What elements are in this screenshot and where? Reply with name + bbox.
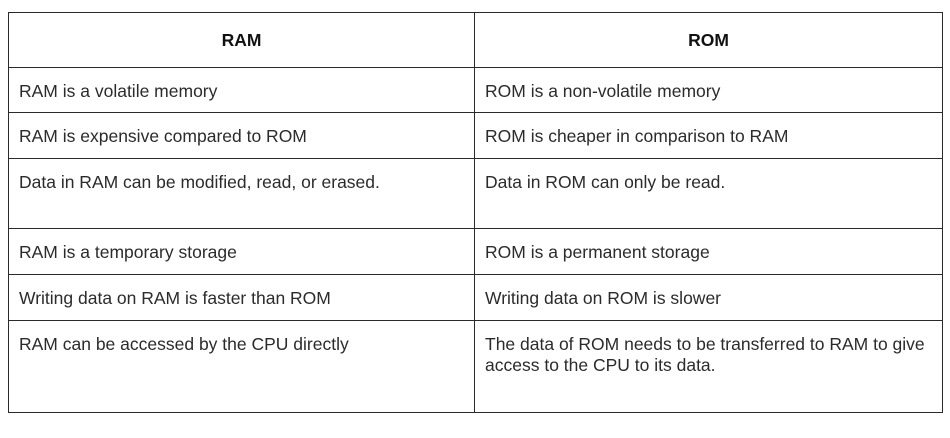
table-row: RAM is a temporary storage ROM is a perm… xyxy=(8,228,943,275)
rom-cell: ROM is a non-volatile memory xyxy=(474,67,943,113)
header-ram: RAM xyxy=(8,12,475,68)
rom-cell: ROM is cheaper in comparison to RAM xyxy=(474,112,943,159)
table-row: Writing data on RAM is faster than ROM W… xyxy=(8,274,943,321)
rom-cell: Writing data on ROM is slower xyxy=(474,274,943,321)
header-row: RAM ROM xyxy=(8,12,943,68)
table-row: RAM can be accessed by the CPU directly … xyxy=(8,320,943,413)
ram-cell: Writing data on RAM is faster than ROM xyxy=(8,274,475,321)
ram-rom-comparison-table: RAM ROM RAM is a volatile memory ROM is … xyxy=(8,12,943,413)
table-row: Data in RAM can be modified, read, or er… xyxy=(8,158,943,229)
rom-cell: Data in ROM can only be read. xyxy=(474,158,943,229)
ram-cell: RAM is a temporary storage xyxy=(8,228,475,275)
table-row: RAM is expensive compared to ROM ROM is … xyxy=(8,112,943,159)
ram-cell: RAM is expensive compared to ROM xyxy=(8,112,475,159)
rom-cell: The data of ROM needs to be transferred … xyxy=(474,320,943,413)
ram-cell: RAM is a volatile memory xyxy=(8,67,475,113)
rom-cell: ROM is a permanent storage xyxy=(474,228,943,275)
table-row: RAM is a volatile memory ROM is a non-vo… xyxy=(8,67,943,113)
ram-cell: RAM can be accessed by the CPU directly xyxy=(8,320,475,413)
table-header: RAM ROM xyxy=(8,12,943,68)
table-body: RAM is a volatile memory ROM is a non-vo… xyxy=(8,67,943,413)
header-rom: ROM xyxy=(474,12,943,68)
ram-cell: Data in RAM can be modified, read, or er… xyxy=(8,158,475,229)
